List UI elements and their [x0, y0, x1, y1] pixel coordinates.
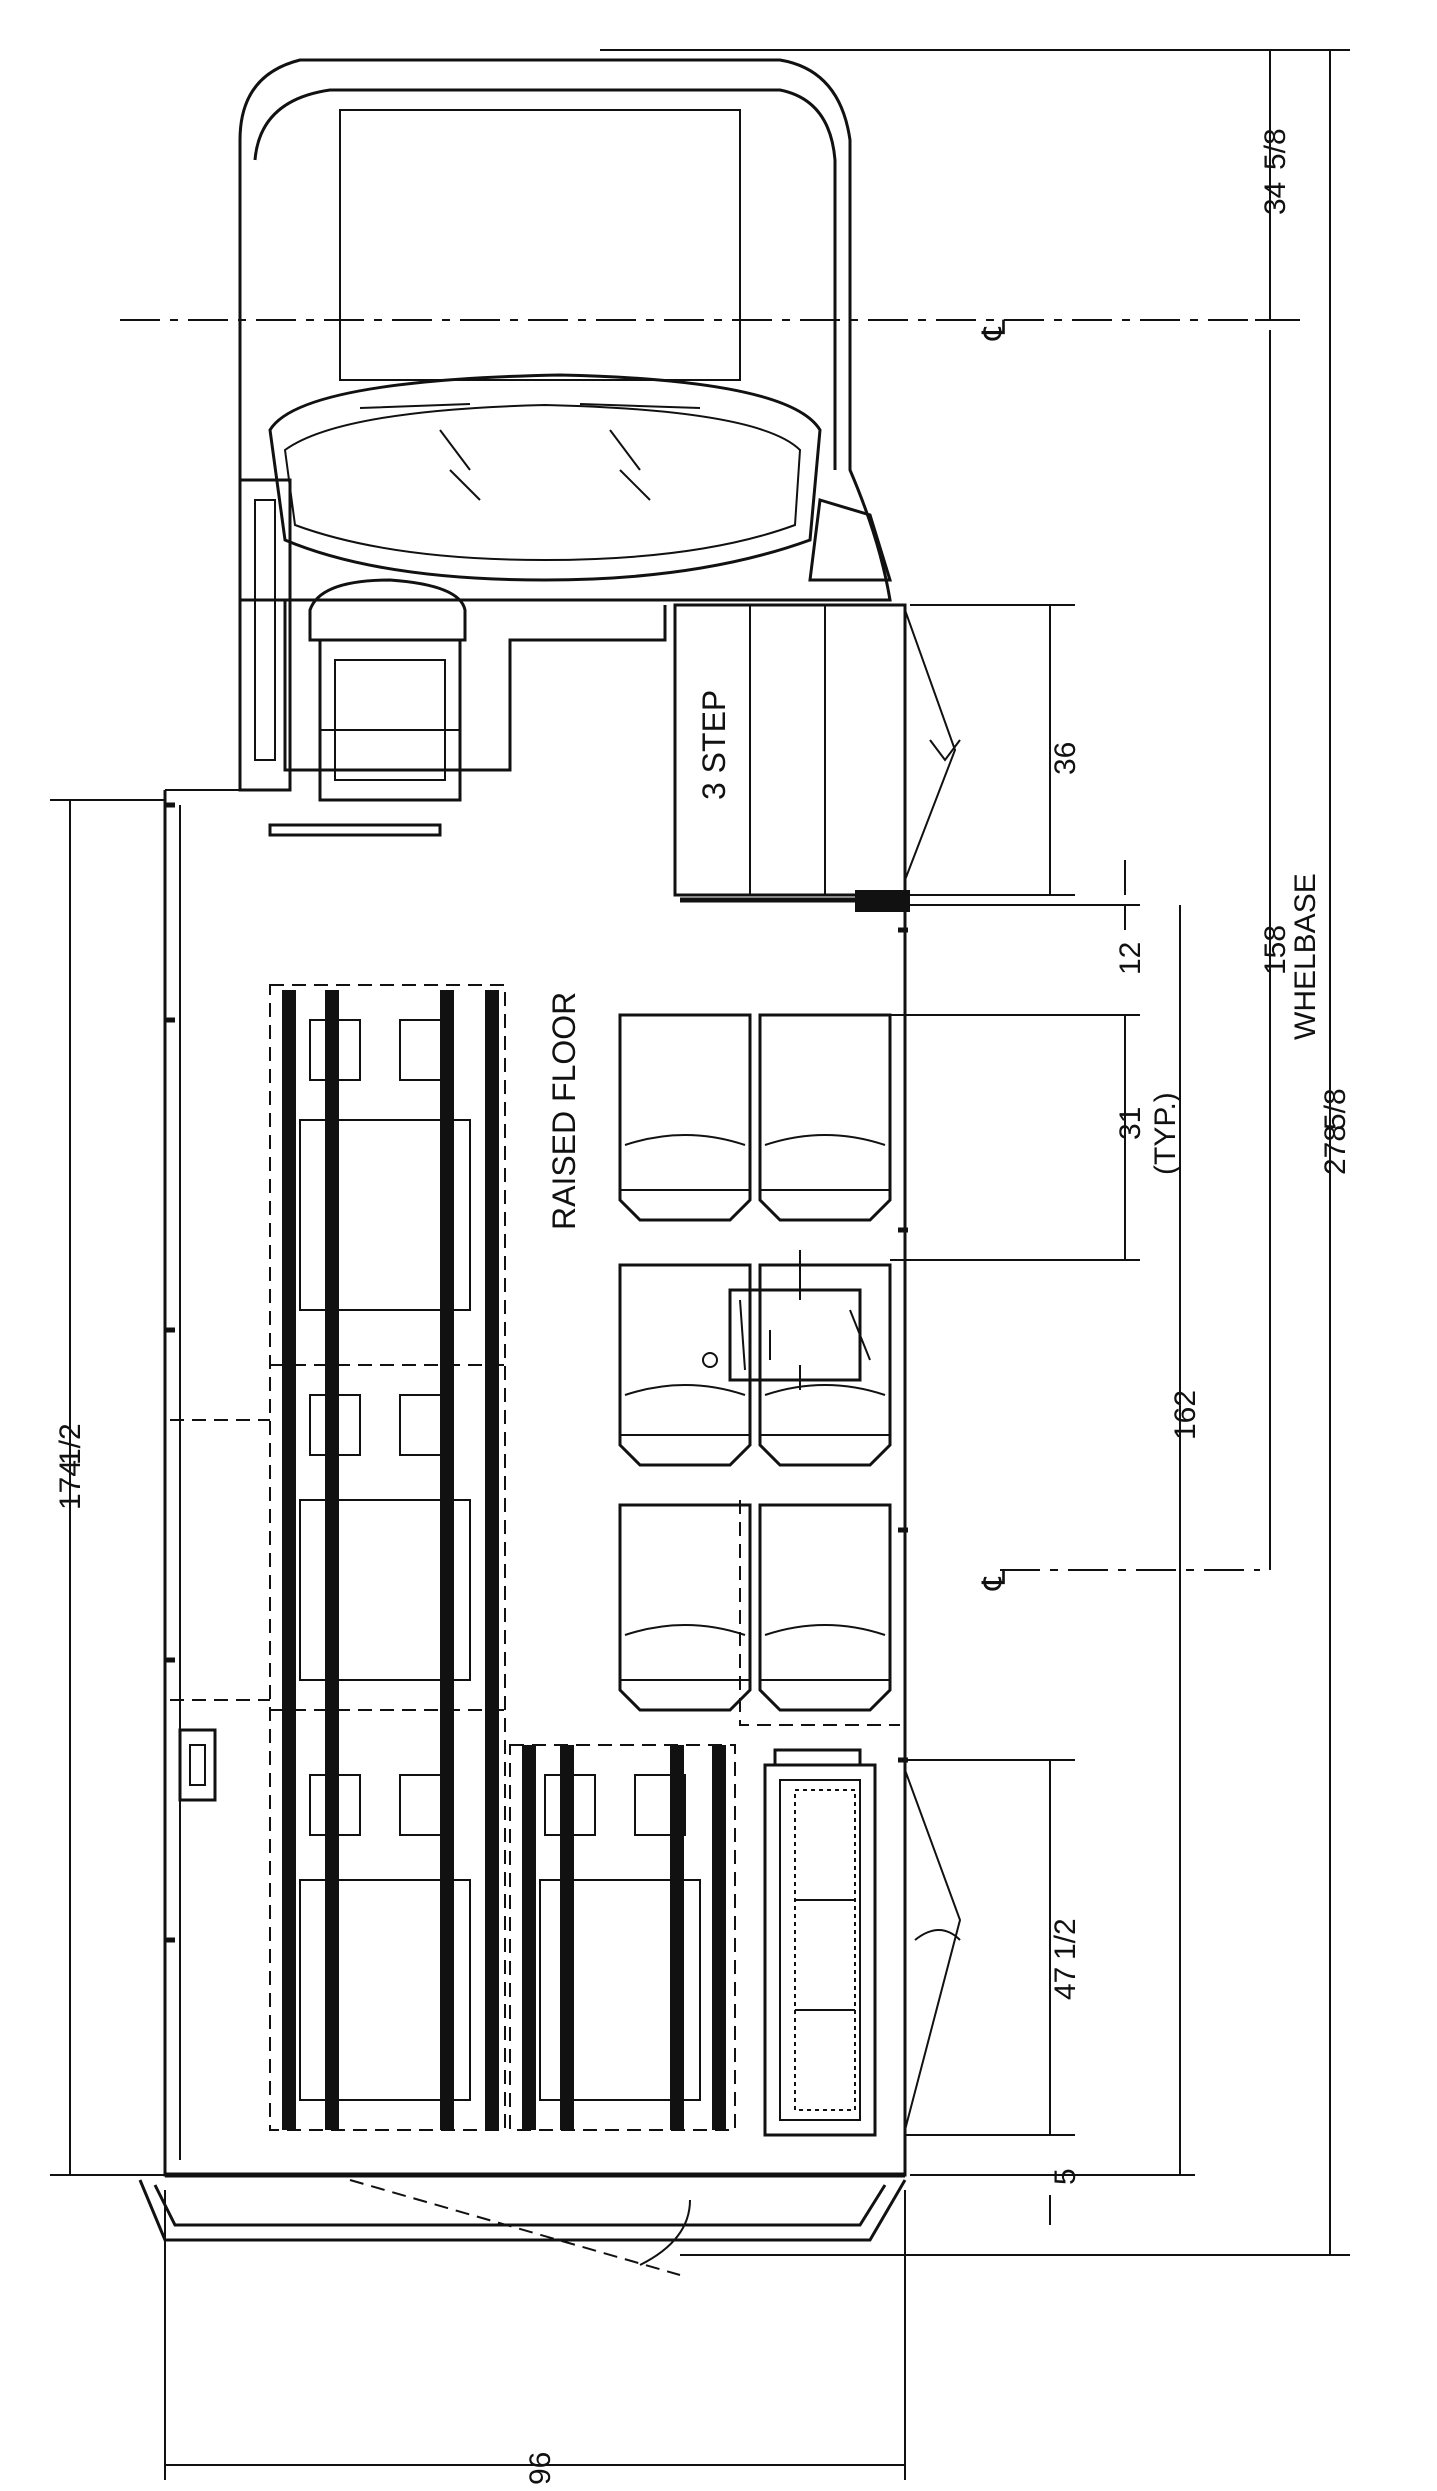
dim-body-length: 174 — [54, 1460, 87, 1510]
dim-seat-pitch: 31 — [1114, 1107, 1147, 1140]
entry-step — [673, 603, 961, 912]
tracks-left — [269, 984, 506, 2131]
dim-overall-length-frac: 5/8 — [1319, 1088, 1352, 1130]
driver-seat — [268, 578, 667, 837]
text-labels: RAISED FLOOR 3 STEP ℄ ℄ 34 5/8 36 12 31 … — [54, 128, 1352, 2485]
side-lift-mechanism — [702, 1250, 871, 1390]
dim-wheelbase-label: WHELBASE — [1289, 873, 1322, 1040]
body-shell — [163, 789, 908, 2177]
dim-rear-door-frac: 1/2 — [1049, 1918, 1082, 1960]
dim-wheelbase: 158 — [1259, 925, 1292, 975]
step-label: 3 STEP — [696, 690, 732, 800]
dimension-lines — [50, 49, 1350, 2480]
centerline-mark-rear: ℄ — [976, 1569, 1012, 1591]
dim-interior-length: 162 — [1169, 1390, 1202, 1440]
centerline-mark-front: ℄ — [976, 319, 1012, 341]
dim-front-overhang: 34 — [1259, 182, 1292, 215]
rear-bumper — [138, 2172, 907, 2276]
dim-gap-after-door: 12 — [1114, 942, 1147, 975]
dim-front-overhang-frac: 5/8 — [1259, 128, 1292, 170]
rear-cabinet — [178, 1728, 217, 1802]
passenger-seats — [618, 1013, 900, 1726]
dim-rear-door: 47 — [1049, 1967, 1082, 2000]
dim-overall-length: 278 — [1319, 1125, 1352, 1175]
centerlines — [120, 319, 1300, 1701]
cab — [238, 58, 893, 792]
tracks-right — [509, 1744, 736, 2131]
dim-typ: (TYP.) — [1149, 1092, 1182, 1175]
raised-floor-label: RAISED FLOOR — [546, 992, 582, 1230]
dim-door-width: 36 — [1049, 742, 1082, 775]
wheelchairs — [299, 1019, 701, 2101]
dim-rear-gap: 5 — [1049, 2168, 1082, 2185]
dim-body-length-frac: 1/2 — [54, 1423, 87, 1465]
dim-overall-width: 96 — [524, 2452, 557, 2485]
rear-lift — [763, 1748, 962, 2137]
